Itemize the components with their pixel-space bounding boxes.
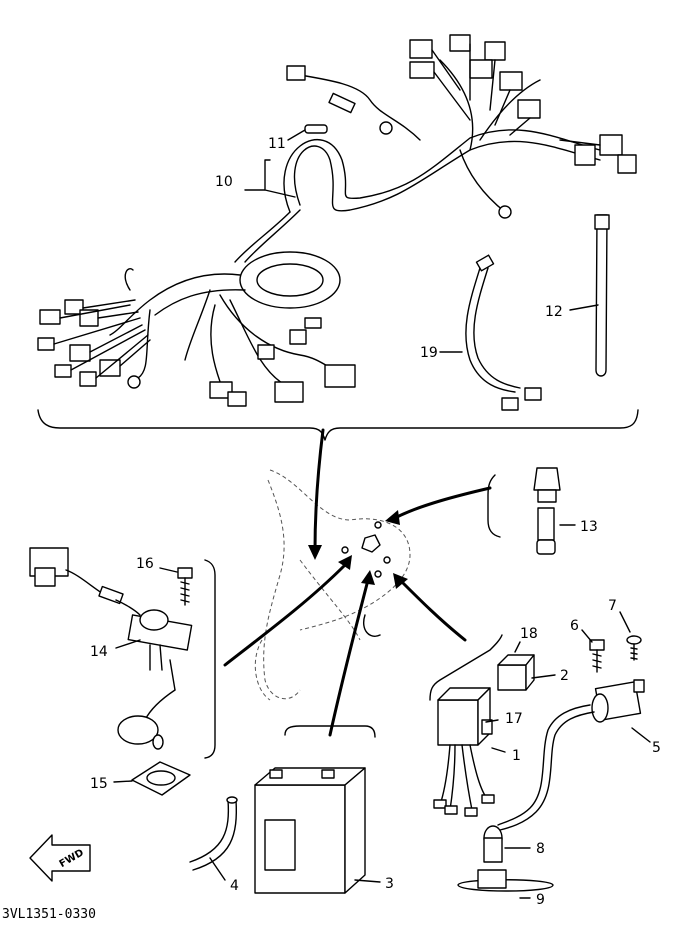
diagram-code: 3VL1351-0330 <box>2 907 96 922</box>
callout-7: 7 <box>608 598 617 614</box>
callout-10: 10 <box>215 174 233 190</box>
group-bracket-13 <box>487 474 501 538</box>
wire-harness <box>37 34 637 407</box>
group-bracket-1 <box>429 634 503 701</box>
assembly-arrows <box>223 428 492 737</box>
callout-5: 5 <box>652 740 661 756</box>
bolt-6 <box>589 639 605 673</box>
switch-13 <box>533 467 561 555</box>
fwd-arrow-icon: FWD <box>29 834 91 882</box>
lead-wire <box>465 254 542 411</box>
callout-3: 3 <box>385 876 394 892</box>
relay-2 <box>497 654 535 691</box>
screw-16 <box>177 567 193 606</box>
callout-8: 8 <box>536 841 545 857</box>
callout-2: 2 <box>560 668 569 684</box>
callout-1: 1 <box>512 748 521 764</box>
battery-3 <box>254 725 376 894</box>
callout-19: 19 <box>420 345 438 361</box>
leader-lines <box>113 129 651 899</box>
callout-9: 9 <box>536 892 545 908</box>
callout-17: 17 <box>505 711 523 727</box>
cable-band <box>594 214 610 377</box>
callout-15: 15 <box>90 776 108 792</box>
callout-6: 6 <box>570 618 579 634</box>
harness-group-bracket <box>37 409 639 441</box>
horn-5 <box>591 679 645 723</box>
horn-lead-8 <box>483 704 595 863</box>
cover-9 <box>457 869 554 892</box>
center-mount-point <box>361 534 381 553</box>
callout-labels: 1 2 3 4 5 6 7 8 9 10 11 12 13 14 15 16 1… <box>90 136 661 908</box>
fuse <box>304 124 328 134</box>
callout-4: 4 <box>230 878 239 894</box>
callout-12: 12 <box>545 304 563 320</box>
fuel-sender-unit <box>29 547 193 750</box>
frame-outline <box>254 469 411 701</box>
gasket-15 <box>131 761 191 796</box>
relay-assembly-1 <box>433 687 495 817</box>
callout-18: 18 <box>520 626 538 642</box>
breather-hose-4 <box>189 796 238 871</box>
group-bracket-14 <box>204 559 216 759</box>
callout-13: 13 <box>580 519 598 535</box>
screw-7 <box>626 635 642 661</box>
callout-14: 14 <box>90 644 108 660</box>
callout-11: 11 <box>268 136 286 152</box>
callout-16: 16 <box>136 556 154 572</box>
